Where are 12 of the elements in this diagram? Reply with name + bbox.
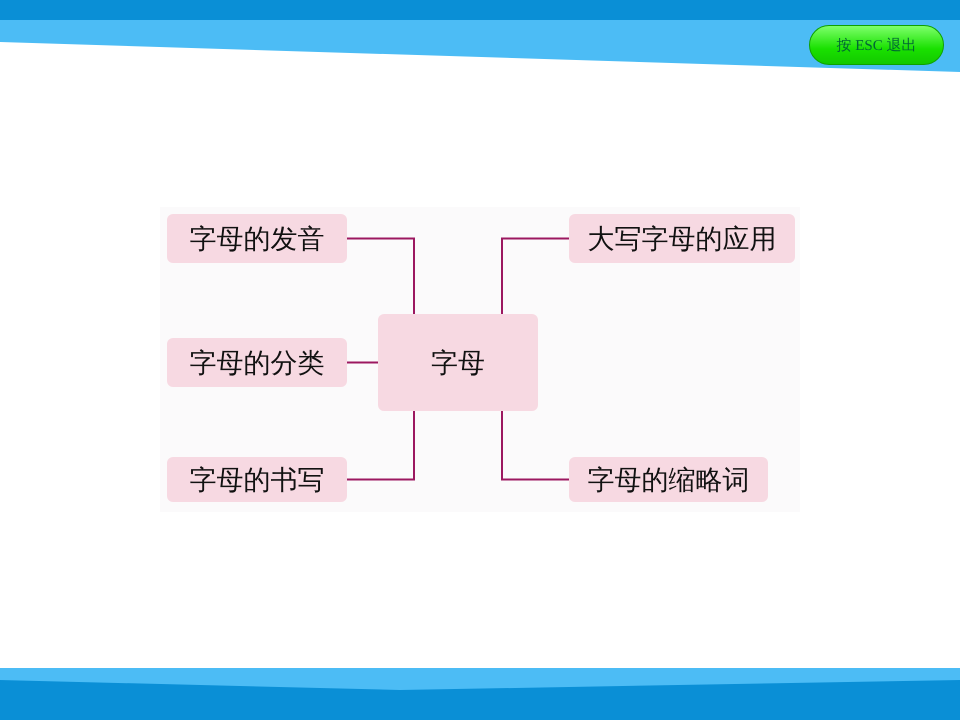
topic-box: 字母的发音 <box>167 214 347 263</box>
connector-line <box>501 238 569 314</box>
exit-button: 按 ESC 退出 <box>809 25 944 65</box>
topic-box: 字母的分类 <box>167 338 347 387</box>
connector-line <box>501 411 569 480</box>
connector-line <box>347 238 415 314</box>
topic-box: 字母 <box>378 314 538 411</box>
topic-box: 字母的书写 <box>167 457 347 502</box>
connector-line <box>347 362 378 364</box>
topic-box: 字母的缩略词 <box>569 457 768 502</box>
connector-line <box>347 411 415 480</box>
topic-box: 大写字母的应用 <box>569 214 795 263</box>
